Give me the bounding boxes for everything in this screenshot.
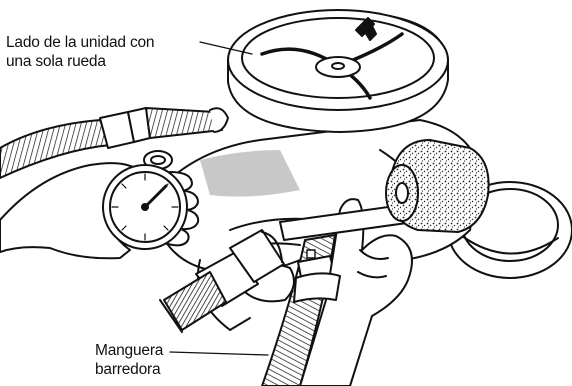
callout-unit-side-line1: Lado de la unidad con <box>6 33 154 52</box>
callout-sweep-hose-line2: barredora <box>95 360 163 379</box>
lower-coupling <box>294 273 340 302</box>
callout-unit-side: Lado de la unidad con una sola rueda <box>6 33 154 71</box>
callout-sweep-hose-line1: Manguera <box>95 341 163 360</box>
callout-unit-side-line2: una sola rueda <box>6 52 154 71</box>
single-wheel-unit <box>228 10 448 132</box>
callout-sweep-hose: Manguera barredora <box>95 341 163 379</box>
